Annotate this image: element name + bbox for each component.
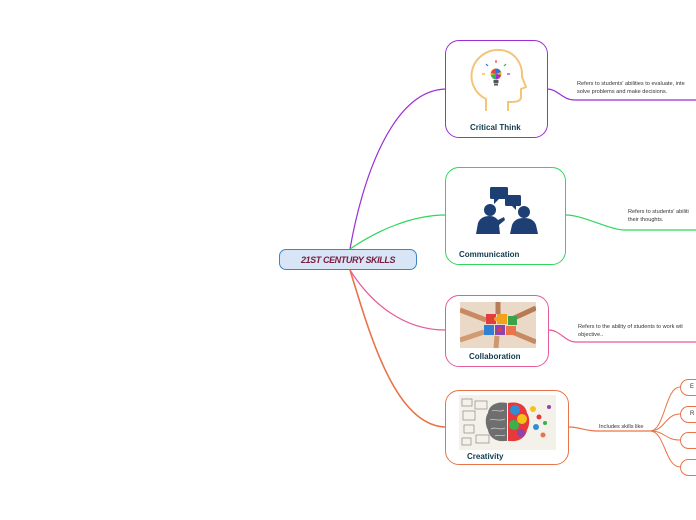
subtopic-pill[interactable]: R xyxy=(680,406,696,423)
branch-title: Collaboration xyxy=(469,352,521,361)
branch-description: Refers to the ability of students to wor… xyxy=(578,324,683,338)
subtopic-pill[interactable]: E xyxy=(680,379,696,396)
subtopic-pill[interactable] xyxy=(680,459,696,476)
branch-title: Creativity xyxy=(467,452,504,461)
people-talking-icon xyxy=(476,187,538,234)
branch-description: Refers to students' abiliti their though… xyxy=(628,209,689,223)
branch-description: Refers to students' abilities to evaluat… xyxy=(577,81,685,95)
brain-art-image xyxy=(459,395,556,450)
subtopic-pill[interactable] xyxy=(680,432,696,449)
branch-creativity[interactable]: Creativity xyxy=(445,390,569,465)
branch-collaboration[interactable]: Collaboration xyxy=(445,295,549,367)
branch-title: Communication xyxy=(459,250,520,259)
branch-description: Includes skills like xyxy=(599,424,644,430)
branch-title: Critical Think xyxy=(470,123,521,132)
lightbulb-head-icon xyxy=(470,48,528,111)
root-topic[interactable]: 21ST CENTURY SKILLS xyxy=(279,249,417,270)
branch-communication[interactable]: Communication xyxy=(445,167,566,265)
puzzle-hands-image xyxy=(460,302,536,348)
branch-critical-thinking[interactable]: Critical Think xyxy=(445,40,548,138)
root-title: 21ST CENTURY SKILLS xyxy=(300,254,396,265)
